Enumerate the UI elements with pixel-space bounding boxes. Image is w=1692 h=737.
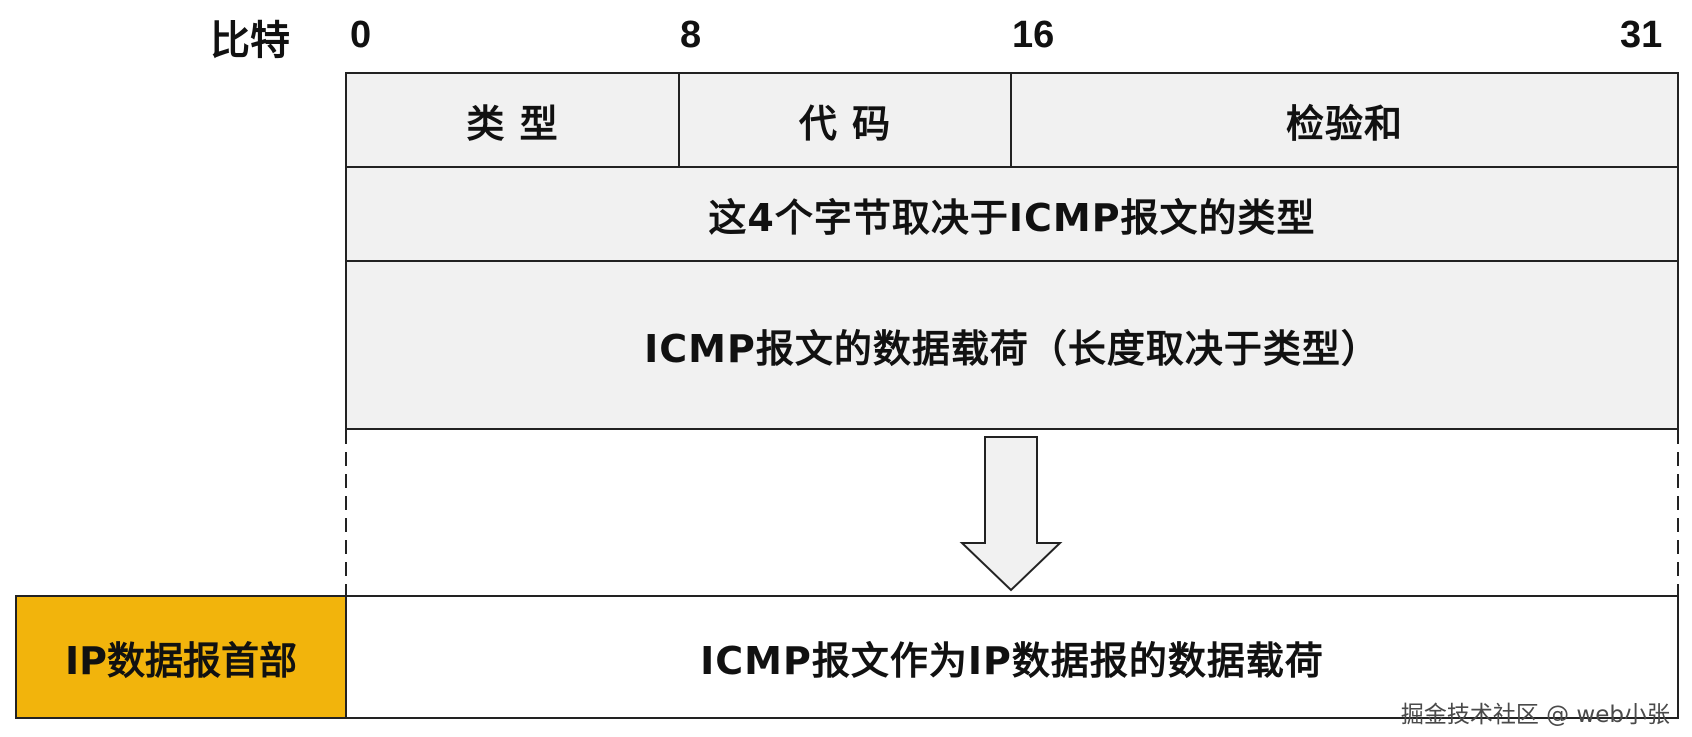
code-field: 代 码 — [678, 72, 1012, 168]
code-field-label: 代 码 — [798, 101, 892, 146]
type-dependent-field: 这4个字节取决于ICMP报文的类型 — [345, 166, 1679, 262]
ip-header-label: IP数据报首部 — [65, 638, 297, 683]
bits-label: 比特 — [210, 18, 290, 64]
icmp-payload-field: ICMP报文的数据载荷（长度取决于类型） — [345, 260, 1679, 430]
watermark: 掘金技术社区 @ web小张 — [1400, 702, 1670, 728]
ip-payload-label: ICMP报文作为IP数据报的数据载荷 — [700, 638, 1324, 683]
bit-tick-0: 0 — [350, 14, 372, 56]
ip-payload-box: ICMP报文作为IP数据报的数据载荷 — [345, 595, 1679, 719]
icmp-payload-field-label: ICMP报文的数据载荷（长度取决于类型） — [644, 326, 1380, 371]
type-field: 类 型 — [345, 72, 680, 168]
checksum-field-label: 检验和 — [1285, 101, 1403, 146]
checksum-field: 检验和 — [1010, 72, 1679, 168]
down-arrow-icon — [959, 436, 1063, 592]
ip-header-box: IP数据报首部 — [15, 595, 347, 719]
bit-tick-16: 16 — [1012, 14, 1055, 56]
type-dependent-field-label: 这4个字节取决于ICMP报文的类型 — [708, 195, 1316, 240]
bit-tick-31: 31 — [1620, 14, 1663, 56]
type-field-label: 类 型 — [466, 101, 559, 146]
bit-tick-8: 8 — [680, 14, 702, 56]
